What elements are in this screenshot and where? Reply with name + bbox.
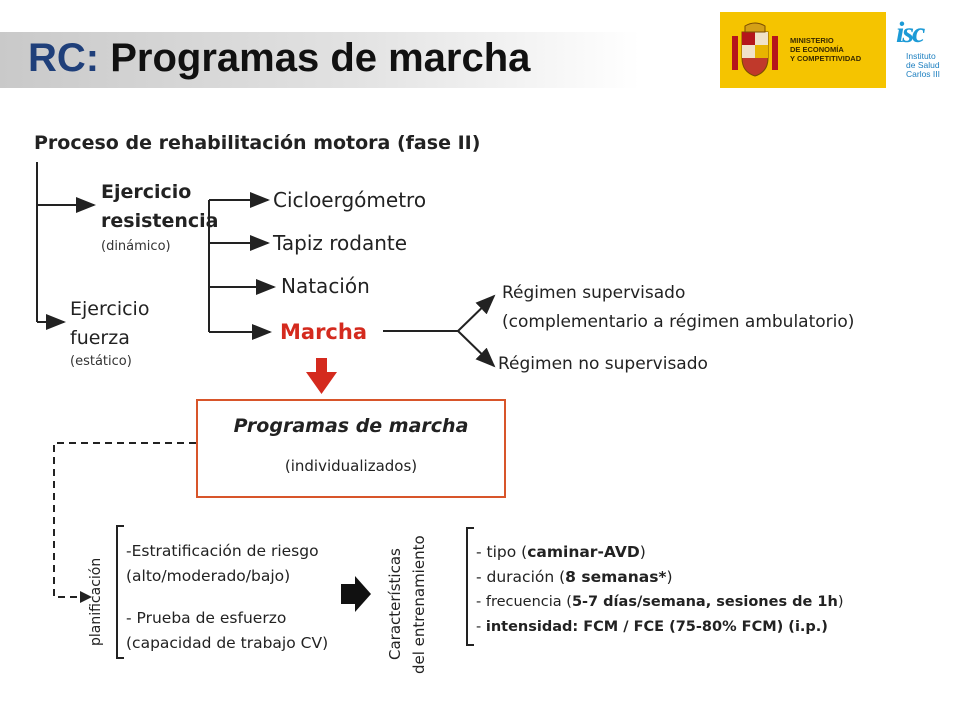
caracteristicas-label-line2: del entrenamiento <box>410 535 428 674</box>
caracteristica-frecuencia-pre: - frecuencia ( <box>476 594 572 610</box>
planificacion-item-2-line2: (capacidad de trabajo CV) <box>126 634 329 652</box>
title-main: Programas de marcha <box>110 36 531 80</box>
arrow-to-no-supervisado <box>457 330 496 368</box>
institute-mark: isc <box>896 16 925 49</box>
caracteristicas-bracket <box>466 527 474 646</box>
right-arrow-head <box>355 576 371 612</box>
caracteristica-tipo-pre: - tipo ( <box>476 543 528 561</box>
resistencia-line2: resistencia <box>101 210 219 232</box>
option-natacion: Natación <box>281 274 370 298</box>
arrow-to-supervisado <box>457 294 496 332</box>
down-arrow-shaft <box>316 358 327 372</box>
fuerza-line2: fuerza <box>70 327 130 349</box>
box-title: Programas de marcha <box>233 415 469 437</box>
regimen-supervisado-detail: (complementario a régimen ambulatorio) <box>502 312 855 332</box>
caracteristica-tipo-post: ) <box>639 543 646 561</box>
caracteristica-tipo: - tipo (caminar-AVD) <box>476 540 646 565</box>
caracteristica-duracion-post: ) <box>666 568 673 586</box>
planificacion-item-2-line1: - Prueba de esfuerzo <box>126 609 287 627</box>
planificacion-item-1-line1: -Estratificación de riesgo <box>126 542 319 560</box>
ministry-logo: MINISTERIO DE ECONOMÍA Y COMPETITIVIDAD <box>720 12 886 88</box>
box-subtitle: (individualizados) <box>284 457 418 475</box>
resistencia-line1: Ejercicio <box>101 181 192 203</box>
programas-box: Programas de marcha (individualizados) <box>196 399 506 498</box>
down-arrow-head <box>306 372 337 394</box>
planificacion-label: planificación <box>88 557 104 646</box>
caracteristica-frecuencia: - frecuencia (5-7 días/semana, sesiones … <box>476 590 843 615</box>
caracteristica-duracion-value: 8 semanas* <box>565 568 667 586</box>
slide-title: RC: Programas de marcha <box>28 36 530 81</box>
caracteristica-duracion: - duración (8 semanas*) <box>476 565 673 590</box>
caracteristica-intensidad-value: intensidad: FCM / FCE (75-80% FCM) (i.p.… <box>485 619 828 635</box>
caracteristica-tipo-value: caminar-AVD <box>527 543 640 561</box>
dashed-planning-connector <box>53 442 196 598</box>
option-tapiz-rodante: Tapiz rodante <box>273 231 408 255</box>
right-arrow-shaft <box>341 584 355 604</box>
resistencia-sub: (dinámico) <box>101 239 171 254</box>
title-prefix: RC: <box>28 36 100 80</box>
caracteristica-intensidad-pre: - <box>476 619 486 635</box>
regimen-supervisado: Régimen supervisado <box>502 283 686 303</box>
fuerza-sub: (estático) <box>70 354 132 369</box>
regimen-no-supervisado: Régimen no supervisado <box>498 354 708 374</box>
option-marcha: Marcha <box>280 320 367 344</box>
institute-logo: isc Instituto de Salud Carlos III <box>892 16 954 88</box>
institute-text: Instituto de Salud Carlos III <box>906 51 941 79</box>
caracteristica-frecuencia-post: ) <box>837 594 844 610</box>
caracteristicas-label-line1: Características <box>386 548 404 660</box>
root-label: Proceso de rehabilitación motora (fase I… <box>34 132 481 154</box>
option-cicloergometro: Cicloergómetro <box>273 188 427 212</box>
dashed-arrow-head <box>80 591 92 603</box>
coat-of-arms-icon <box>732 22 778 77</box>
ministry-text: MINISTERIO DE ECONOMÍA Y COMPETITIVIDAD <box>790 36 862 63</box>
planificacion-bracket <box>116 525 124 659</box>
caracteristica-intensidad: - intensidad: FCM / FCE (75-80% FCM) (i.… <box>476 615 828 640</box>
caracteristica-duracion-pre: - duración ( <box>476 568 566 586</box>
planificacion-item-1-line2: (alto/moderado/bajo) <box>126 567 291 585</box>
fuerza-line1: Ejercicio <box>70 298 150 320</box>
title-bar <box>0 32 640 88</box>
caracteristica-frecuencia-value: 5-7 días/semana, sesiones de 1h <box>571 594 838 610</box>
